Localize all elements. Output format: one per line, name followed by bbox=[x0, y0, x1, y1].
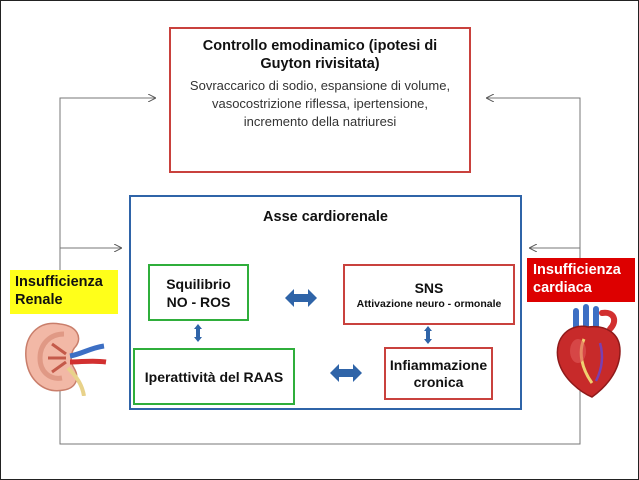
node-raas-label: Iperattività del RAAS bbox=[144, 368, 284, 385]
node-raas: Iperattività del RAAS bbox=[133, 348, 295, 405]
hemodynamic-title: Controllo emodinamico (ipotesi di Guyton… bbox=[202, 38, 438, 72]
node-squilibrio-line2: NO - ROS bbox=[166, 293, 231, 310]
kidney-icon bbox=[25, 322, 107, 396]
node-squilibrio: Squilibrio NO - ROS bbox=[148, 264, 249, 321]
heart-icon bbox=[556, 304, 621, 398]
hemodynamic-text: Sovraccarico di sodio, espansione di vol… bbox=[189, 78, 451, 129]
label-insufficienza-renale: Insufficienza Renale bbox=[10, 270, 118, 314]
node-sns: SNS Attivazione neuro - ormonale bbox=[343, 264, 515, 325]
loop-bottom bbox=[59, 370, 581, 445]
vertical-arrow-left bbox=[194, 324, 202, 342]
node-sns-line2: Attivazione neuro - ormonale bbox=[356, 297, 502, 310]
vertical-arrow-right bbox=[424, 326, 432, 344]
loop-left-top bbox=[59, 98, 155, 270]
cardiorenal-axis-title: Asse cardiorenale bbox=[263, 209, 388, 225]
node-infiammazione: Infiammazione cronica bbox=[384, 347, 493, 400]
node-squilibrio-line1: Squilibrio bbox=[166, 275, 231, 292]
loop-right-top bbox=[487, 98, 581, 258]
double-arrow-squilibrio-sns bbox=[285, 289, 317, 307]
double-arrow-raas-infiammazione bbox=[330, 364, 362, 382]
node-infiammazione-line1: Infiammazione bbox=[389, 356, 488, 373]
node-sns-line1: SNS bbox=[414, 279, 444, 296]
label-insufficienza-cardiaca: Insufficienza cardiaca bbox=[527, 258, 635, 302]
node-infiammazione-line2: cronica bbox=[413, 373, 464, 390]
hemodynamic-control-box: Controllo emodinamico (ipotesi di Guyton… bbox=[169, 27, 471, 173]
